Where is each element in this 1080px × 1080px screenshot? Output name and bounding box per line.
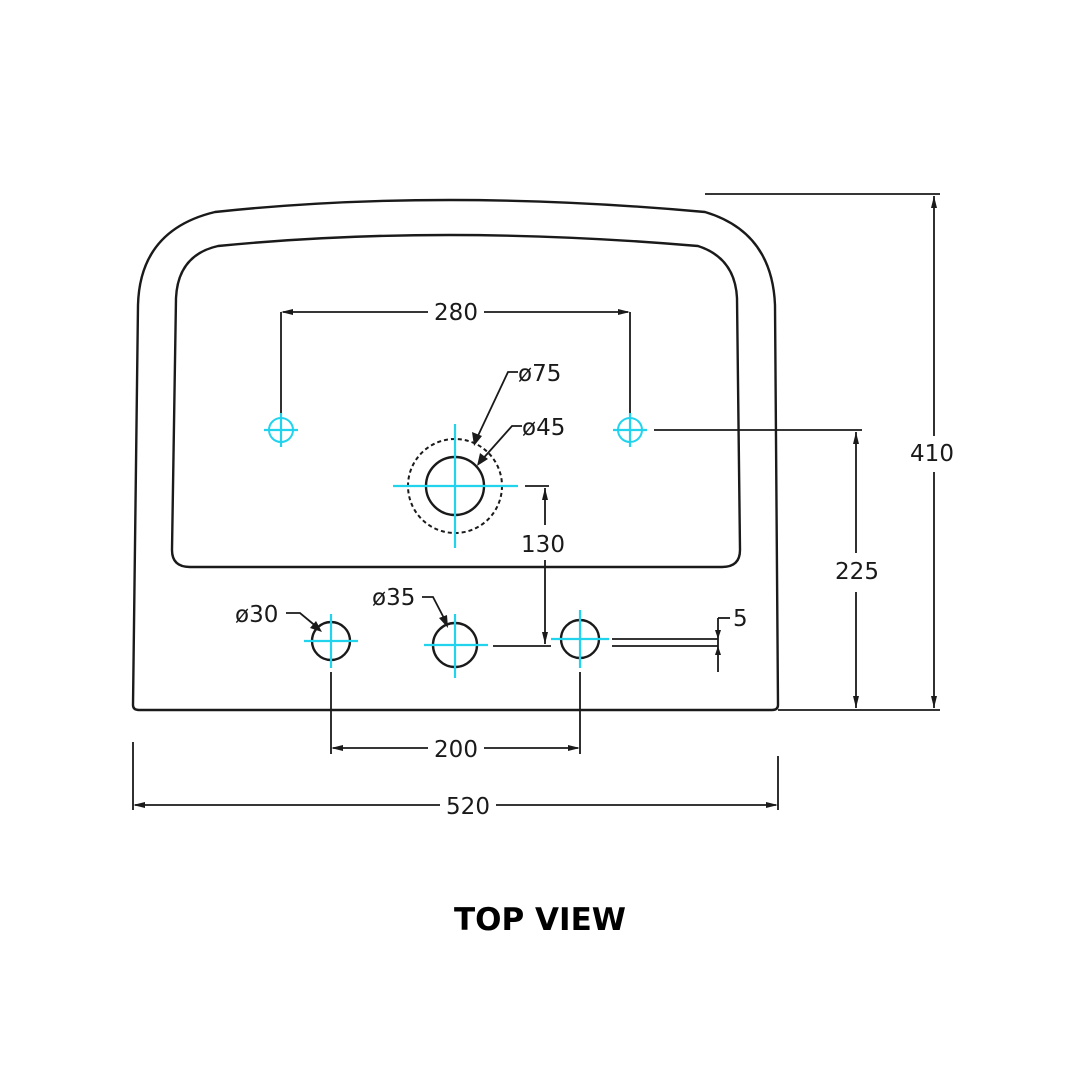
drain-hole <box>393 424 518 548</box>
basin-outer-outline <box>131 198 780 712</box>
leader-dia-35: ø35 <box>372 585 448 628</box>
basin-inner-bowl <box>170 233 742 569</box>
dimension-130: 130 <box>521 485 565 644</box>
dimension-410: 410 <box>705 193 954 711</box>
tap-hole-right-marker <box>613 413 647 447</box>
dimension-200: 200 <box>330 672 581 763</box>
dimension-410-label: 410 <box>910 441 954 467</box>
dimension-130-label: 130 <box>521 532 565 558</box>
dimension-225-label: 225 <box>835 559 879 585</box>
dimension-280-label: 280 <box>434 300 478 326</box>
lower-hole-center <box>424 614 488 678</box>
dia-35-label: ø35 <box>372 585 415 611</box>
drawing-title: TOP VIEW <box>454 902 626 938</box>
dimension-280: 280 <box>280 300 631 430</box>
leader-dia-30: ø30 <box>235 602 322 632</box>
tap-hole-left-marker <box>264 413 298 447</box>
dia-30-label: ø30 <box>235 602 278 628</box>
dimension-520: 520 <box>132 742 779 820</box>
lower-hole-right <box>551 610 609 668</box>
dimension-5: 5 <box>715 606 748 672</box>
dia-45-label: ø45 <box>522 415 565 441</box>
dimension-520-label: 520 <box>446 794 490 820</box>
lower-hole-left <box>304 614 358 668</box>
dia-75-label: ø75 <box>518 361 561 387</box>
dimension-5-label: 5 <box>733 606 748 632</box>
leader-dia-45: ø45 <box>477 415 565 466</box>
leader-dia-75: ø75 <box>472 361 561 446</box>
dimension-200-label: 200 <box>434 737 478 763</box>
dimension-225: 225 <box>654 429 879 711</box>
